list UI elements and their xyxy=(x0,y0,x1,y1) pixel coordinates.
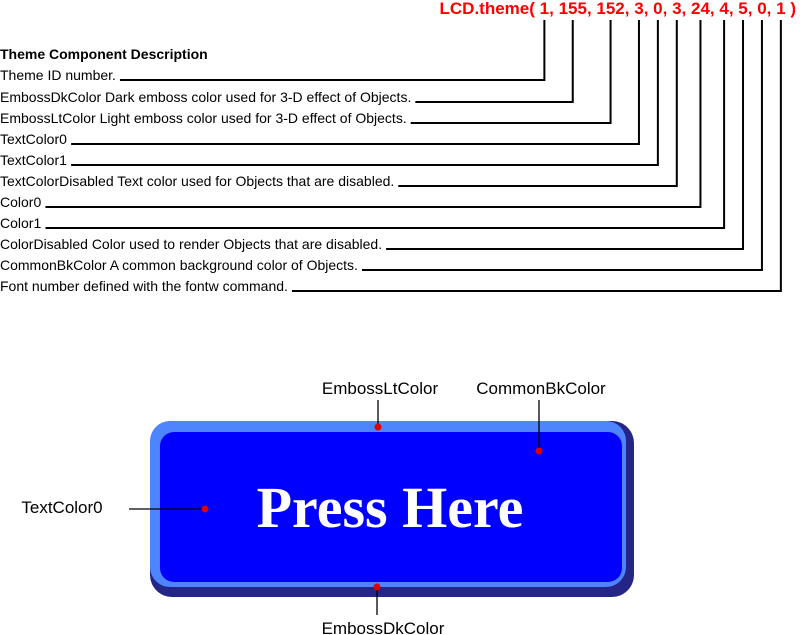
leader-line xyxy=(386,20,745,250)
theme-call-suffix: ) xyxy=(790,0,796,18)
theme-separator: , xyxy=(682,0,691,18)
row-color1: Color1 xyxy=(0,215,41,231)
theme-param-7: 4 xyxy=(719,0,729,18)
theme-param-4: 0 xyxy=(653,0,662,18)
leader-line xyxy=(45,20,702,208)
leader-line xyxy=(71,20,659,166)
callouts: EmbossLtColor CommonBkColor TextColor0 E… xyxy=(21,379,606,635)
theme-param-0: 1 xyxy=(540,0,549,18)
leader-line xyxy=(398,20,678,187)
description-list: Theme ID number. EmbossDkColor Dark embo… xyxy=(0,67,411,294)
theme-param-5: 3 xyxy=(672,0,681,18)
leader-line xyxy=(45,20,726,229)
dot-emboss-lt xyxy=(374,423,382,431)
theme-separator: , xyxy=(710,0,719,18)
theme-separator: , xyxy=(748,0,757,18)
callout-emboss-dk: EmbossDkColor xyxy=(322,619,445,635)
table-header: Theme Component Description xyxy=(0,46,208,62)
callout-text-color0: TextColor0 xyxy=(21,498,102,517)
callout-common-bk: CommonBkColor xyxy=(476,379,606,398)
theme-param-3: 3 xyxy=(634,0,643,18)
dot-common-bk xyxy=(535,447,543,455)
leader-line xyxy=(291,20,782,292)
theme-code-line: LCD.theme( 1, 155, 152, 3, 0, 3, 24, 4, … xyxy=(440,0,796,18)
button-face xyxy=(160,432,622,582)
row-color-disabled: ColorDisabled Color used to render Objec… xyxy=(0,236,382,252)
row-common-bk-color: CommonBkColor A common background color … xyxy=(0,257,358,273)
row-font-number: Font number defined with the fontw comma… xyxy=(0,278,288,294)
theme-call-prefix: LCD.theme( xyxy=(440,0,540,18)
theme-separator: , xyxy=(625,0,634,18)
leader-line xyxy=(71,20,640,145)
dot-emboss-dk xyxy=(373,583,381,591)
dot-text-color0 xyxy=(201,505,209,513)
theme-separator: , xyxy=(663,0,672,18)
theme-param-10: 1 xyxy=(776,0,785,18)
callout-emboss-lt: EmbossLtColor xyxy=(322,379,439,398)
row-text-color1: TextColor1 xyxy=(0,152,67,168)
row-emboss-dk: EmbossDkColor Dark emboss color used for… xyxy=(0,89,411,105)
row-emboss-lt: EmbossLtColor Light emboss color used fo… xyxy=(0,110,407,126)
theme-separator: , xyxy=(549,0,558,18)
theme-param-6: 24 xyxy=(691,0,710,18)
leader-line xyxy=(119,20,546,81)
row-text-color0: TextColor0 xyxy=(0,131,67,147)
theme-param-9: 0 xyxy=(757,0,766,18)
row-text-color-disabled: TextColorDisabled Text color used for Ob… xyxy=(0,173,394,189)
leader-lines xyxy=(45,20,782,292)
leader-line xyxy=(361,20,763,271)
theme-separator: , xyxy=(644,0,653,18)
theme-separator: , xyxy=(729,0,738,18)
theme-param-1: 155 xyxy=(559,0,587,18)
leader-line xyxy=(410,20,612,124)
press-here-button-illustration: Press Here xyxy=(150,421,634,597)
theme-param-8: 5 xyxy=(738,0,747,18)
row-color0: Color0 xyxy=(0,194,41,210)
theme-separator: , xyxy=(587,0,596,18)
button-label: Press Here xyxy=(257,475,524,540)
theme-separator: , xyxy=(767,0,776,18)
leader-line xyxy=(415,20,574,103)
row-theme-id: Theme ID number. xyxy=(0,67,116,83)
theme-param-2: 152 xyxy=(596,0,624,18)
